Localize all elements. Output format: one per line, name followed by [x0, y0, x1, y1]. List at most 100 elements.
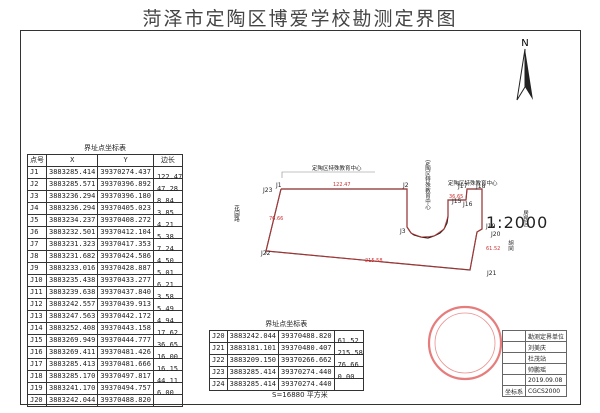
svg-text:N: N — [521, 38, 528, 49]
table-cell: J17 — [27, 358, 47, 371]
table-cell: 3883285.170 — [45, 370, 99, 383]
table-cell: 39370417.353 — [97, 238, 154, 251]
table-cell: J14 — [27, 322, 47, 335]
point-label-j18: J18 — [475, 183, 486, 190]
map-scale: 1:2000 — [486, 213, 549, 232]
table-cell: J6 — [27, 226, 47, 239]
signature-row: 2019.09.08 — [501, 374, 568, 386]
table-cell: J19 — [27, 382, 47, 395]
table1-caption: 界址点坐标表 — [83, 144, 126, 152]
mid-road-label: 定陶区特殊教育中心 — [424, 159, 431, 210]
table-cell: J22 — [209, 354, 228, 367]
edge-cell: 3.58 — [152, 286, 183, 301]
table-cell: 39370433.277 — [97, 274, 154, 287]
table-cell: 3883252.408 — [45, 322, 99, 335]
edge-cell: 215.58 — [333, 342, 364, 357]
map-title: 菏泽市定陶区博爱学校勘测定界图 — [142, 8, 458, 30]
signature-cell — [501, 341, 527, 353]
table-cell: 39370266.662 — [278, 354, 335, 367]
dim-right: 36.65 — [449, 194, 463, 200]
table-cell: 39370274.440 — [278, 378, 335, 391]
edge-cell: 4.21 — [152, 214, 183, 229]
edge-cell: 4.94 — [152, 310, 183, 325]
table-cell: 3883181.101 — [226, 342, 280, 355]
signature-cell — [501, 352, 527, 364]
table-cell: 3883235.438 — [45, 274, 99, 287]
table-cell: 3883239.638 — [45, 286, 99, 299]
table-cell: J21 — [209, 342, 228, 355]
table-cell: 3883236.294 — [45, 202, 99, 215]
table-cell: J10 — [27, 274, 47, 287]
table2-caption: 界址点坐标表 — [265, 320, 308, 328]
table-cell: 39370488.820 — [97, 394, 154, 407]
table1-header-point: 点号 — [27, 154, 47, 167]
dim-side: 61.52 — [486, 246, 500, 252]
edge-cell: 17.62 — [152, 322, 183, 337]
edge-cell: 61.52 — [333, 330, 364, 345]
edge-cell — [333, 378, 364, 391]
table-cell: 39370405.023 — [97, 202, 154, 215]
table-cell: 3883241.170 — [45, 382, 99, 395]
signature-cell: 2019.09.08 — [525, 374, 568, 386]
signature-cell: 杜茂站 — [525, 352, 568, 364]
edge-cell: 122.47 — [152, 166, 183, 181]
table-cell: 3883242.044 — [45, 394, 99, 407]
point-label-j21: J21 — [486, 270, 497, 277]
edge-cell: 6.21 — [152, 274, 183, 289]
edge-cell: 8.84 — [152, 190, 183, 205]
dim-bottom: 215.58 — [365, 258, 383, 264]
north-road-line — [281, 171, 375, 178]
point-label-j1: J1 — [275, 182, 282, 189]
table-cell: 3883285.571 — [45, 178, 99, 191]
table1-header-edge: 边长 — [152, 154, 183, 167]
edge-cell: 5.49 — [152, 298, 183, 313]
table-cell: 3883285.414 — [45, 166, 99, 179]
edge-cell: 76.66 — [333, 354, 364, 369]
signature-cell — [501, 330, 527, 342]
point-label-j19: J19 — [485, 223, 496, 230]
edge-cell: 4.50 — [152, 250, 183, 265]
parcel-hatch — [265, 188, 483, 271]
edge-cell: 0.00 — [333, 366, 364, 381]
table-cell: J3 — [27, 190, 47, 203]
edge-cell: 16.15 — [152, 358, 183, 373]
table-cell: J12 — [27, 298, 47, 311]
signature-row: 杜茂站 — [501, 352, 568, 364]
table-cell: 39370428.887 — [97, 262, 154, 275]
edge-cell: 44.11 — [152, 370, 183, 385]
signature-cell: 坐标系 — [501, 385, 527, 397]
table-cell: 39370424.586 — [97, 250, 154, 263]
table-cell: 3883285.413 — [45, 358, 99, 371]
signature-cell — [501, 363, 527, 375]
table1-header-x: X — [45, 154, 99, 167]
table-cell: J15 — [27, 334, 47, 347]
east-label: 居民区 — [522, 210, 529, 227]
table-cell: 39370497.817 — [97, 370, 154, 383]
edge-cell: 16.00 — [152, 346, 183, 361]
table-cell: 3883269.411 — [45, 346, 99, 359]
point-label-j22: J22 — [260, 250, 271, 257]
table-cell: J4 — [27, 202, 47, 215]
table-cell: 39370412.104 — [97, 226, 154, 239]
signature-cell: CGCS2000 — [525, 385, 568, 397]
table-cell: J9 — [27, 262, 47, 275]
